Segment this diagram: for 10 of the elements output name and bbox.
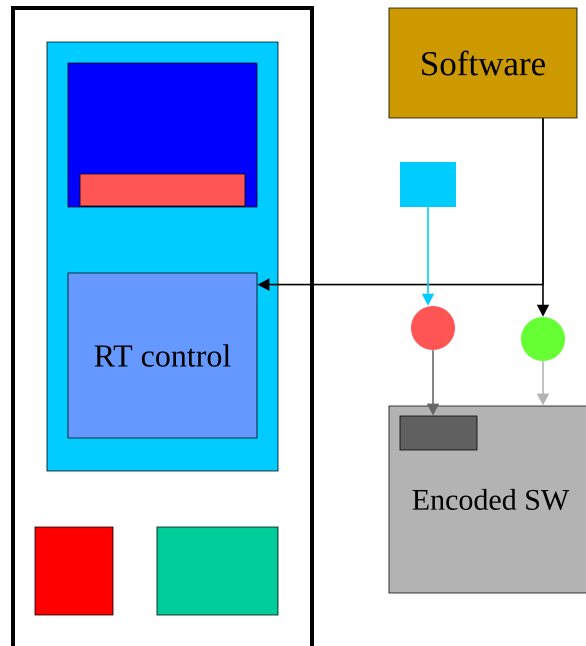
block (400, 416, 478, 450)
block (156, 526, 278, 616)
process-box: RT control (68, 272, 258, 438)
circle (411, 306, 455, 350)
bar (80, 174, 246, 206)
block (34, 526, 114, 616)
process-box: Software (388, 8, 578, 118)
process-box: Encoded SW (388, 406, 586, 594)
block (400, 162, 456, 207)
circle (521, 317, 565, 361)
